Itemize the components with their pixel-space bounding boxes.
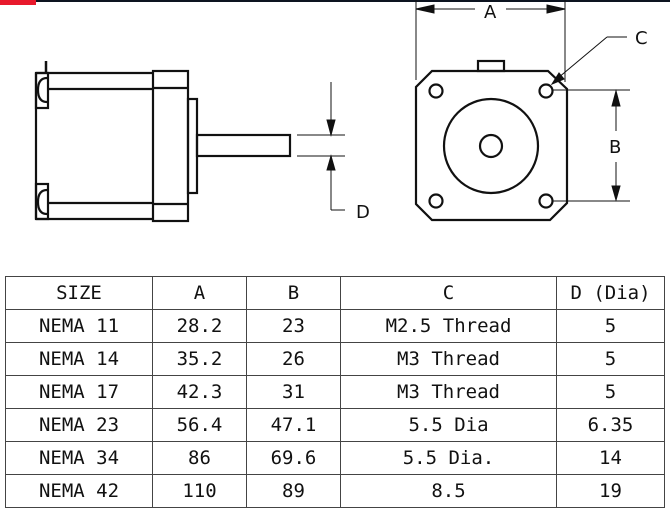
dimension-d bbox=[297, 82, 345, 211]
faceplate bbox=[414, 69, 569, 222]
cell-b: 31 bbox=[246, 375, 341, 409]
cell-b: 23 bbox=[246, 309, 341, 343]
mount-hole bbox=[538, 193, 554, 209]
mount-hole bbox=[428, 193, 444, 209]
shaft-hole bbox=[478, 133, 504, 159]
dimension-a bbox=[415, 0, 566, 82]
cap-arc-top bbox=[36, 76, 48, 104]
table-row: NEMA 34 86 69.6 5.5 Dia. 14 bbox=[5, 441, 665, 475]
cell-a: 28.2 bbox=[152, 309, 247, 343]
cell-size: NEMA 11 bbox=[5, 309, 153, 343]
cell-size: NEMA 17 bbox=[5, 375, 153, 409]
connector-tab bbox=[476, 59, 506, 73]
table-row: NEMA 14 35.2 26 M3 Thread 5 bbox=[5, 342, 665, 376]
table-row: NEMA 23 56.4 47.1 5.5 Dia 6.35 bbox=[5, 408, 665, 442]
header-size: SIZE bbox=[5, 276, 153, 310]
mount-hole bbox=[428, 83, 444, 99]
front-flange bbox=[151, 69, 190, 223]
cell-d: 14 bbox=[556, 441, 665, 475]
table-row: NEMA 11 28.2 23 M2.5 Thread 5 bbox=[5, 309, 665, 343]
header-c: C bbox=[340, 276, 557, 310]
cell-d: 19 bbox=[556, 474, 665, 508]
shaft bbox=[195, 133, 292, 158]
cell-b: 69.6 bbox=[246, 441, 341, 475]
cell-c: M3 Thread bbox=[340, 375, 557, 409]
header-d: D (Dia) bbox=[556, 276, 665, 310]
cell-d: 5 bbox=[556, 375, 665, 409]
mount-hole bbox=[538, 83, 554, 99]
cell-d: 5 bbox=[556, 342, 665, 376]
cell-c: 8.5 bbox=[340, 474, 557, 508]
cell-c: 5.5 Dia. bbox=[340, 441, 557, 475]
cap-arc-bottom bbox=[36, 188, 48, 216]
cell-b: 47.1 bbox=[246, 408, 341, 442]
cell-size: NEMA 34 bbox=[5, 441, 153, 475]
cell-size: NEMA 23 bbox=[5, 408, 153, 442]
cell-c: M3 Thread bbox=[340, 342, 557, 376]
cell-c: M2.5 Thread bbox=[340, 309, 557, 343]
cell-a: 56.4 bbox=[152, 408, 247, 442]
cell-b: 89 bbox=[246, 474, 341, 508]
top-border bbox=[0, 0, 670, 2]
pilot-circle bbox=[442, 97, 540, 195]
side-view bbox=[34, 61, 292, 223]
leader-c bbox=[550, 36, 627, 86]
header-a: A bbox=[152, 276, 247, 310]
cell-size: NEMA 14 bbox=[5, 342, 153, 376]
motor-drawing: D A B C bbox=[34, 0, 648, 223]
front-view bbox=[414, 59, 569, 222]
cell-b: 26 bbox=[246, 342, 341, 376]
cell-a: 110 bbox=[152, 474, 247, 508]
label-c: C bbox=[635, 28, 648, 49]
cell-size: NEMA 42 bbox=[5, 474, 153, 508]
table-row: NEMA 17 42.3 31 M3 Thread 5 bbox=[5, 375, 665, 409]
label-b: B bbox=[609, 137, 621, 158]
cell-a: 42.3 bbox=[152, 375, 247, 409]
cell-d: 5 bbox=[556, 309, 665, 343]
nema-spec-table: SIZE A B C D (Dia) NEMA 11 28.2 23 M2.5 … bbox=[5, 276, 665, 508]
dimension-b bbox=[553, 89, 630, 202]
cell-a: 86 bbox=[152, 441, 247, 475]
label-a: A bbox=[484, 2, 497, 23]
cell-a: 35.2 bbox=[152, 342, 247, 376]
label-d: D bbox=[356, 202, 370, 223]
cell-d: 6.35 bbox=[556, 408, 665, 442]
boss bbox=[186, 97, 199, 195]
accent-bar bbox=[0, 0, 36, 5]
table-header-row: SIZE A B C D (Dia) bbox=[5, 276, 665, 310]
table-row: NEMA 42 110 89 8.5 19 bbox=[5, 474, 665, 508]
header-b: B bbox=[246, 276, 341, 310]
cell-c: 5.5 Dia bbox=[340, 408, 557, 442]
